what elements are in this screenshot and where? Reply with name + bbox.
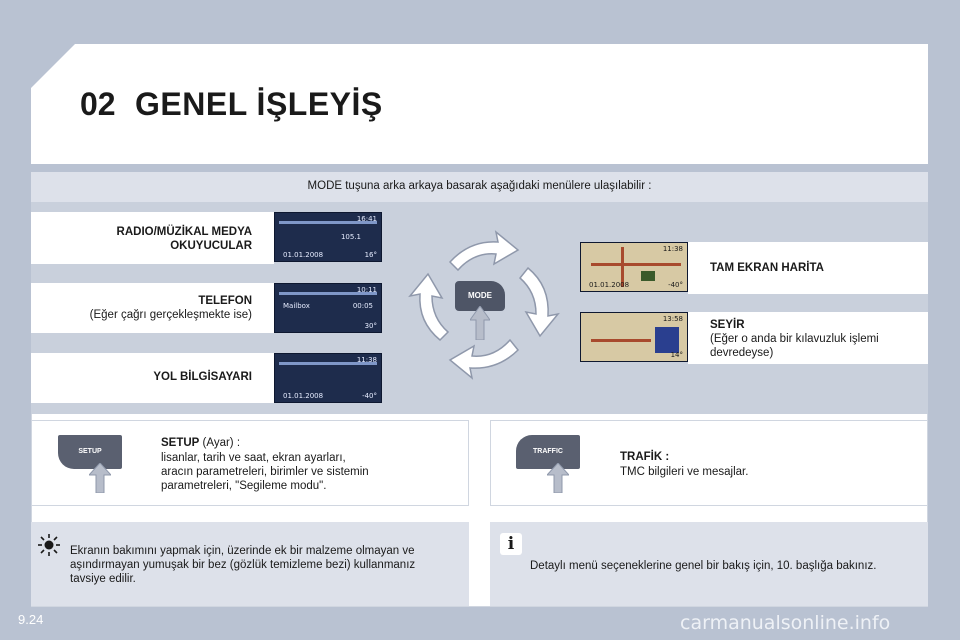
cycle-arrow-left-icon [408, 272, 450, 342]
note-left-line1: Ekranın bakımını yapmak için, üzerinde e… [70, 545, 415, 557]
thumb-phone-temp: 30° [364, 322, 377, 330]
traffic-title: TRAFİK : [620, 451, 670, 463]
menu-row-radio: RADIO/MÜZİKAL MEDYA OKUYUCULAR [31, 212, 274, 264]
note-left-line2: aşındırmayan yumuşak bir bez (gözlük tem… [70, 559, 416, 571]
thumb-trip-time: 11:38 [356, 356, 377, 364]
chapter-title: GENEL İŞLEYİŞ [135, 86, 383, 122]
radio-screen-thumbnail: 16:41 105.1 01.01.2008 16° [274, 212, 382, 262]
cycle-arrow-top-icon [448, 230, 520, 272]
note-left-line3: tavsiye edilir. [70, 573, 136, 585]
menu-trip-title: YOL BİLGİSAYARI [153, 371, 252, 383]
page-number: 9.24 [18, 612, 44, 627]
watermark: carmanualsonline.info [680, 612, 891, 634]
thumb-nav-time: 13:58 [662, 315, 683, 323]
menu-phone-title: TELEFON [198, 295, 252, 307]
menu-fullmap-title: TAM EKRAN HARİTA [710, 262, 824, 274]
thumb-fullmap-temp: -40° [668, 281, 683, 289]
thumb-phone-time: 10:11 [356, 286, 377, 294]
thumb-nav-temp: 14° [670, 351, 683, 359]
setup-title-suffix: (Ayar) : [199, 437, 241, 449]
header-card [31, 44, 928, 164]
menu-nav-subtitle-line1: (Eğer o anda bir kılavuzluk işlemi [710, 333, 879, 345]
menu-row-phone: TELEFON (Eğer çağrı gerçekleşmekte ise) [31, 283, 274, 333]
menu-nav-subtitle-line2: devredeyse) [710, 347, 774, 359]
thumb-phone-count: 00:05 [352, 302, 373, 310]
setup-title-strong: SETUP [161, 437, 200, 449]
thumb-trip-temp: -40° [362, 392, 377, 400]
traffic-key-button[interactable]: TRAFFIC [516, 435, 580, 469]
sun-icon [38, 534, 60, 556]
thumb-fullmap-time: 11:38 [662, 245, 683, 253]
nav-screen-thumbnail: 13:58 14° [580, 312, 688, 362]
cycle-arrow-right-icon [518, 266, 560, 338]
trip-screen-thumbnail: 11:38 01.01.2008 -40° [274, 353, 382, 403]
note-menu-overview [490, 522, 928, 606]
thumb-radio-time: 16:41 [356, 215, 377, 223]
fullmap-screen-thumbnail: 11:38 01.01.2008 -40° [580, 242, 688, 292]
intro-band [31, 172, 928, 202]
note-right-text: Detaylı menü seçeneklerine genel bir bak… [530, 560, 877, 572]
thumb-trip-date: 01.01.2008 [283, 392, 324, 400]
header-corner-cut [31, 44, 75, 88]
traffic-line1: TMC bilgileri ve mesajlar. [620, 466, 749, 478]
setup-line1: lisanlar, tarih ve saat, ekran ayarları, [161, 452, 346, 464]
info-icon: i [500, 533, 522, 555]
intro-text: MODE tuşuna arka arkaya basarak aşağıdak… [307, 180, 652, 192]
thumb-radio-date: 01.01.2008 [283, 251, 324, 259]
menu-nav-title: SEYİR [710, 319, 745, 331]
note-screen-care [31, 522, 469, 606]
menu-row-nav: SEYİR (Eğer o anda bir kılavuzluk işlemi… [688, 312, 928, 364]
thumb-fullmap-date: 01.01.2008 [589, 281, 630, 289]
menu-row-trip: YOL BİLGİSAYARI [31, 353, 274, 403]
menu-radio-title-line1: RADIO/MÜZİKAL MEDYA [116, 226, 252, 238]
mode-cycle-arrows [408, 230, 560, 380]
menu-row-fullmap: TAM EKRAN HARİTA [688, 242, 928, 294]
phone-screen-thumbnail: 10:11 Mailbox 00:05 30° [274, 283, 382, 333]
setup-title: SETUP (Ayar) : [161, 437, 240, 449]
traffic-pointer-arrow-icon [547, 463, 569, 493]
setup-pointer-arrow-icon [89, 463, 111, 493]
chapter-number: 02 [80, 86, 116, 122]
menu-radio-title-line2: OKUYUCULAR [170, 240, 252, 252]
thumb-radio-temp: 16° [364, 251, 377, 259]
setup-line3: parametreleri, "Segileme modu". [161, 480, 327, 492]
mode-pointer-arrow-icon [470, 306, 490, 340]
cycle-arrow-bottom-icon [448, 338, 520, 380]
thumb-radio-freq: 105.1 [340, 233, 361, 241]
setup-line2: aracın parametreleri, birimler ve sistem… [161, 466, 369, 478]
menu-phone-subtitle: (Eğer çağrı gerçekleşmekte ise) [89, 309, 252, 321]
setup-key-button[interactable]: SETUP [58, 435, 122, 469]
thumb-phone-item: Mailbox [283, 302, 310, 310]
